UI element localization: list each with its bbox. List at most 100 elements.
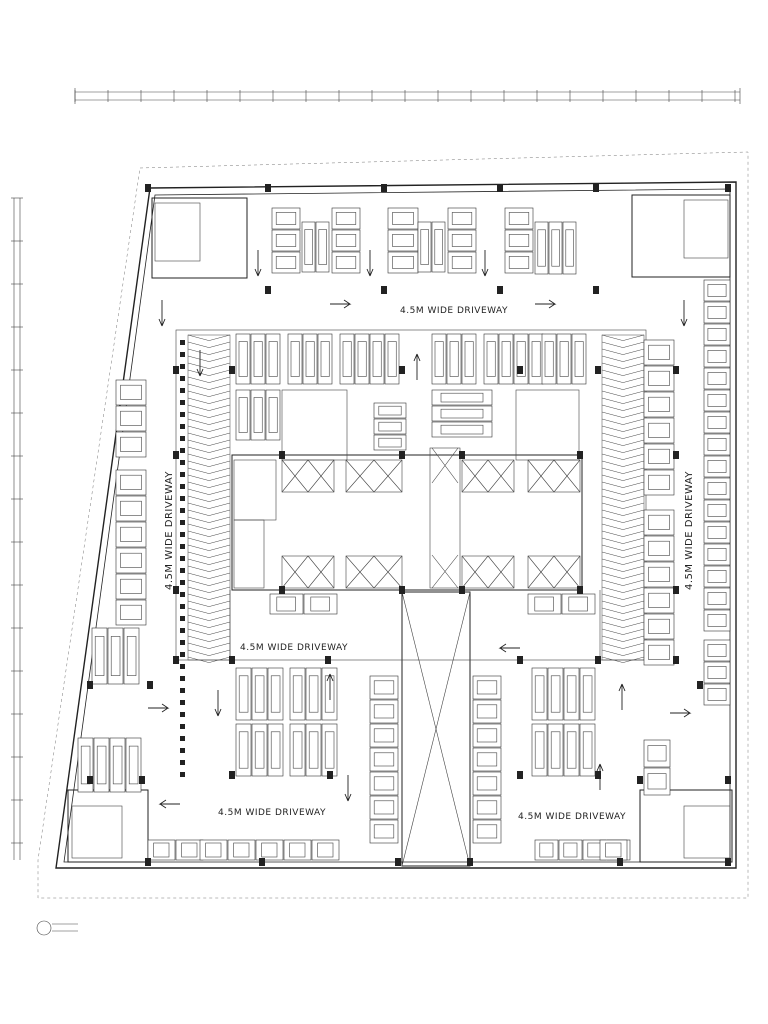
parking-stall [579, 723, 596, 777]
car-symbol [544, 341, 554, 377]
car-symbol [707, 548, 727, 561]
ramp-hatch [601, 614, 624, 621]
ramp-hatch [187, 642, 210, 649]
structural-column [180, 340, 185, 345]
structural-column [725, 858, 731, 866]
car-symbol [378, 437, 402, 448]
car-symbol [181, 842, 198, 858]
car-symbol [373, 752, 395, 767]
structural-column [459, 451, 465, 459]
ramp-hatch [622, 642, 645, 649]
parking-stall [703, 279, 731, 302]
ramp-hatch [622, 411, 645, 418]
structural-column [517, 771, 523, 779]
car-symbol [387, 341, 397, 377]
parking-stall [109, 737, 126, 793]
parking-stall [271, 207, 301, 230]
car-symbol [324, 731, 335, 769]
ramp-hatch [187, 537, 210, 544]
structural-column [145, 858, 151, 866]
ramp-hatch [622, 579, 645, 586]
parking-stall [461, 333, 477, 385]
structural-column [180, 484, 185, 489]
car-symbol [120, 526, 142, 542]
car-symbol [292, 731, 303, 769]
parking-stall [369, 819, 399, 844]
parking-stall [534, 221, 549, 275]
ramp-hatch [187, 509, 210, 516]
ramp-hatch [208, 348, 231, 355]
ramp-hatch [208, 411, 231, 418]
structural-column [180, 724, 185, 729]
car-symbol [451, 234, 473, 247]
structural-column [697, 681, 703, 689]
ramp-hatch [622, 537, 645, 544]
structural-column [180, 508, 185, 513]
structural-column [577, 586, 583, 594]
structural-column [459, 586, 465, 594]
ramp-hatch [601, 600, 624, 607]
parking-stall [125, 737, 142, 793]
ramp-hatch [208, 628, 231, 635]
ramp-hatch [622, 446, 645, 453]
car-symbol [304, 229, 313, 265]
ramp-hatch [208, 439, 231, 446]
ramp-hatch [601, 369, 624, 376]
car-symbol [534, 731, 545, 769]
car-symbol [317, 842, 334, 858]
ramp-hatch [208, 390, 231, 397]
ramp-hatch [208, 516, 231, 523]
car-symbol [270, 731, 281, 769]
ramp-hatch [622, 586, 645, 593]
ramp-hatch [622, 572, 645, 579]
car-symbol [342, 341, 352, 377]
car-symbol [110, 636, 121, 676]
ramp-hatch [622, 628, 645, 635]
traffic-arrow [498, 643, 520, 653]
parking-stall [269, 593, 304, 615]
parking-stall [373, 434, 407, 451]
parking-stall [643, 639, 675, 666]
parking-stall [369, 795, 399, 820]
ramp-hatch [187, 467, 210, 474]
parking-stall [703, 477, 731, 500]
parking-stall [571, 333, 587, 385]
parking-stall [115, 379, 147, 406]
ramp-hatch [601, 502, 624, 509]
car-symbol [318, 229, 327, 265]
car-symbol [647, 745, 667, 762]
structural-column [180, 388, 185, 393]
structural-column [399, 586, 405, 594]
ramp-hatch [187, 425, 210, 432]
parking-stall [447, 251, 477, 274]
structural-column [180, 400, 185, 405]
parking-stall [548, 221, 563, 275]
parking-stall [547, 723, 564, 777]
ramp-hatch [601, 376, 624, 383]
ramp-hatch [622, 418, 645, 425]
parking-stall [447, 207, 477, 230]
car-symbol [392, 212, 414, 225]
ramp-hatch [208, 600, 231, 607]
car-symbol [568, 596, 588, 612]
ramp-hatch [622, 467, 645, 474]
driveway-label-mid-left: 4.5M WIDE DRIVEWAY [240, 643, 348, 653]
car-symbol [648, 618, 670, 634]
structural-column [180, 364, 185, 369]
ramp-hatch [622, 362, 645, 369]
parking-stall [472, 699, 502, 724]
ramp-hatch [208, 523, 231, 530]
ramp-hatch [622, 607, 645, 614]
car-symbol [292, 675, 303, 713]
driveway-label-left-vertical: 4.5M WIDE DRIVEWAY [164, 471, 175, 590]
parking-stall [703, 389, 731, 412]
car-symbol [275, 212, 297, 225]
parking-stall [703, 499, 731, 522]
structural-column [180, 616, 185, 621]
parking-stall [235, 667, 252, 721]
parking-stall [417, 221, 432, 273]
structural-column [180, 496, 185, 501]
ramp-hatch [208, 362, 231, 369]
parking-stall [643, 767, 671, 796]
